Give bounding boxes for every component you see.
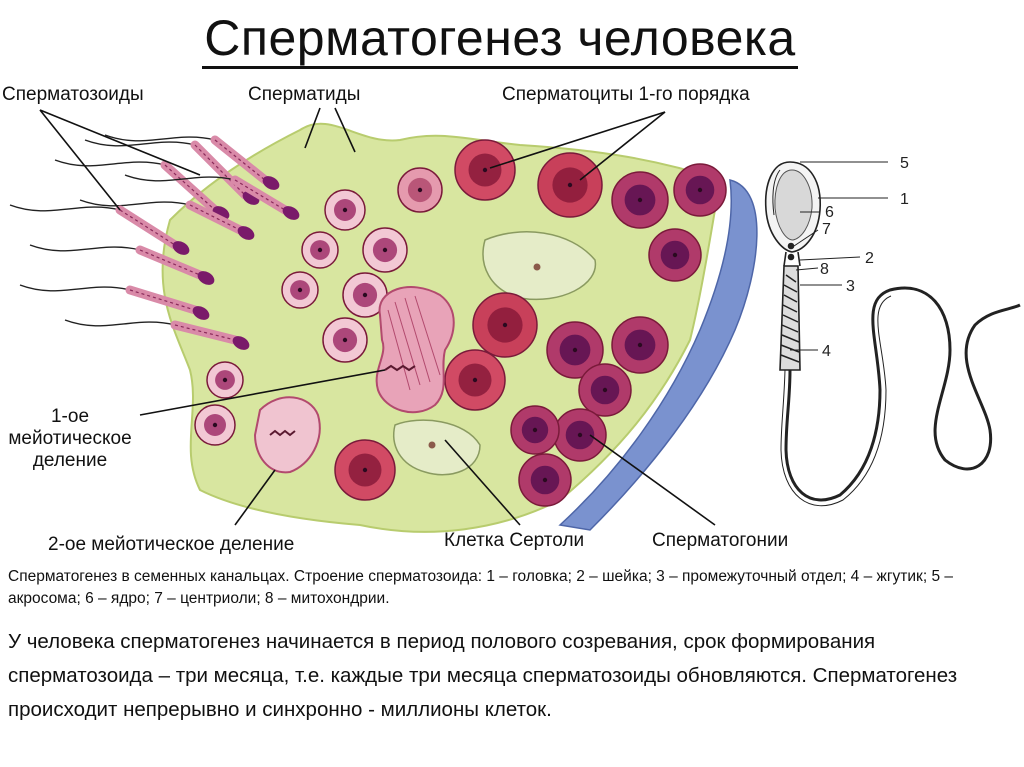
meiosis-1-cell xyxy=(377,287,454,412)
spermatocyte-cell xyxy=(538,153,602,217)
label-spermatozoa: Сперматозоиды xyxy=(2,84,144,106)
spermatid-cell xyxy=(363,228,407,272)
leader-8 xyxy=(796,268,818,270)
spermatogonium-cell xyxy=(612,172,668,228)
spermatid-cell xyxy=(325,190,365,230)
spermatogonium-cell xyxy=(649,229,701,281)
spermatogonium-cell xyxy=(511,406,559,454)
spermatid-cell xyxy=(302,232,338,268)
sperm-part-number: 4 xyxy=(822,343,831,360)
diagram-illustration: 5 1 67 2 83 4 xyxy=(0,70,1024,560)
label-meiosis-1: 1-ое мейотическое деление xyxy=(0,406,140,472)
spermatocyte-cell xyxy=(398,168,442,212)
spermatocyte-cell xyxy=(455,140,515,200)
spermatogonium-cell xyxy=(554,409,606,461)
sperm-neck-left xyxy=(784,252,786,266)
spermatocyte-cell xyxy=(335,440,395,500)
sperm-part-number: 1 xyxy=(900,191,909,208)
sperm-part-number: 7 xyxy=(822,221,831,238)
sperm-part-number: 5 xyxy=(900,155,909,172)
spermatid-cell xyxy=(207,362,243,398)
spermatid-cell xyxy=(282,272,318,308)
sperm-part-number: 8 xyxy=(820,261,829,278)
sertoli-nucleolus-1 xyxy=(534,264,541,271)
label-spermatogonia: Сперматогонии xyxy=(652,530,788,552)
spermatocyte-cell xyxy=(445,350,505,410)
spermatogonium-cell xyxy=(674,164,726,216)
sperm-structure xyxy=(766,162,1020,506)
sperm-neck-right xyxy=(798,252,800,266)
sperm-centriole-1 xyxy=(789,244,794,249)
label-spermatids: Сперматиды xyxy=(248,84,360,106)
sperm-part-number: 3 xyxy=(846,278,855,295)
label-meiosis-1-line-1: 1-ое xyxy=(0,406,140,428)
label-spermatocytes-1: Сперматоциты 1-го порядка xyxy=(502,84,750,106)
spermatid-cell xyxy=(323,318,367,362)
pointer-spermatozoa-2 xyxy=(40,110,120,210)
spermatocyte-cell xyxy=(473,293,537,357)
leader-2 xyxy=(800,257,860,260)
sperm-part-number: 2 xyxy=(865,250,874,267)
label-meiosis-2: 2-ое мейотическое деление xyxy=(48,534,294,556)
label-meiosis-1-line-3: деление xyxy=(0,450,140,472)
title-text: Сперматогенез человека xyxy=(202,10,797,69)
sperm-part-number: 6 xyxy=(825,204,834,221)
spermatid-cell xyxy=(195,405,235,445)
label-sertoli: Клетка Сертоли xyxy=(444,530,584,552)
sperm-centriole-2 xyxy=(789,255,794,260)
sperm-flagellum xyxy=(786,288,1020,500)
body-paragraph: У человека сперматогенез начинается в пе… xyxy=(8,625,1013,727)
sertoli-nucleolus-2 xyxy=(429,442,436,449)
figure-caption: Сперматогенез в семенных канальцах. Стро… xyxy=(8,566,1008,610)
label-meiosis-1-line-2: мейотическое xyxy=(0,428,140,450)
page-title: Сперматогенез человека xyxy=(0,8,1000,68)
spermatogonium-cell xyxy=(612,317,668,373)
spermatogonium-cell xyxy=(579,364,631,416)
spermatogonium-cell xyxy=(519,454,571,506)
